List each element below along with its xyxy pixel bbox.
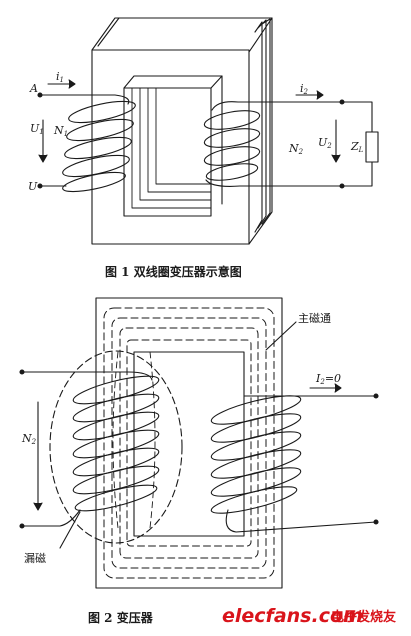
leakage-flux-loop [49, 350, 183, 544]
terminal-primary-2-bottom [19, 523, 25, 529]
label-n2: N2 [288, 142, 304, 156]
terminal-primary-2-top [19, 369, 25, 375]
main-flux-paths [103, 307, 275, 579]
window-lamination-lines [131, 87, 212, 209]
label-i1: i1 [56, 70, 64, 84]
leakage-leader [59, 511, 81, 549]
primary-voltage-arrow [38, 119, 48, 163]
terminal-secondary-2-top [373, 393, 379, 399]
terminal-a [37, 92, 43, 98]
label-leakage: 漏磁 [24, 552, 46, 565]
secondary-voltage-arrow [331, 119, 341, 163]
primary-current-arrow [47, 79, 76, 89]
secondary-current-arrow [295, 90, 324, 100]
label-u2: U2 [318, 136, 332, 150]
main-flux-leader [265, 321, 297, 351]
primary-winding-2 [21, 371, 160, 527]
turns-arrow [33, 401, 43, 511]
label-u1: U1 [30, 122, 44, 136]
load-impedance [341, 101, 379, 187]
figure1-labels: A U i1 U1 N1 i2 N2 U2 ZL 图 1 双线圈变压器示意图 [28, 70, 364, 279]
watermark-tagline: 电子发烧友 [331, 609, 396, 625]
label-i2: i2 [300, 82, 309, 96]
label-i2-zero: I2=0 [315, 372, 341, 386]
label-input-a: A [29, 82, 38, 95]
figure2-labels: 主磁通 I2=0 N2 漏磁 图 2 变压器 [21, 312, 341, 625]
secondary-winding [203, 101, 343, 187]
core2-window [133, 351, 245, 537]
core2-outer [95, 297, 283, 589]
figure1-caption: 图 1 双线圈变压器示意图 [105, 264, 242, 279]
terminal-secondary-2-bottom [373, 519, 379, 525]
secondary-winding-2 [210, 395, 377, 533]
leakage-inner-paths [112, 351, 156, 529]
watermark-site: elecfans.com [222, 605, 363, 627]
core-window [123, 87, 212, 217]
label-main-flux: 主磁通 [298, 312, 331, 325]
figure2-caption: 图 2 变压器 [88, 610, 154, 625]
terminal-u [37, 183, 43, 189]
label-input-u: U [28, 180, 38, 193]
figure1-diagram [37, 17, 379, 245]
label-zl: ZL [350, 140, 364, 154]
core-laminations [91, 17, 273, 245]
primary-winding [39, 94, 136, 193]
secondary-current-arrow-2 [309, 383, 342, 393]
label-n2-fig2: N2 [21, 432, 37, 446]
figure2-diagram [19, 297, 379, 589]
watermark: elecfans.com 电子发烧友 [222, 605, 396, 627]
label-n1: N1 [53, 124, 68, 138]
